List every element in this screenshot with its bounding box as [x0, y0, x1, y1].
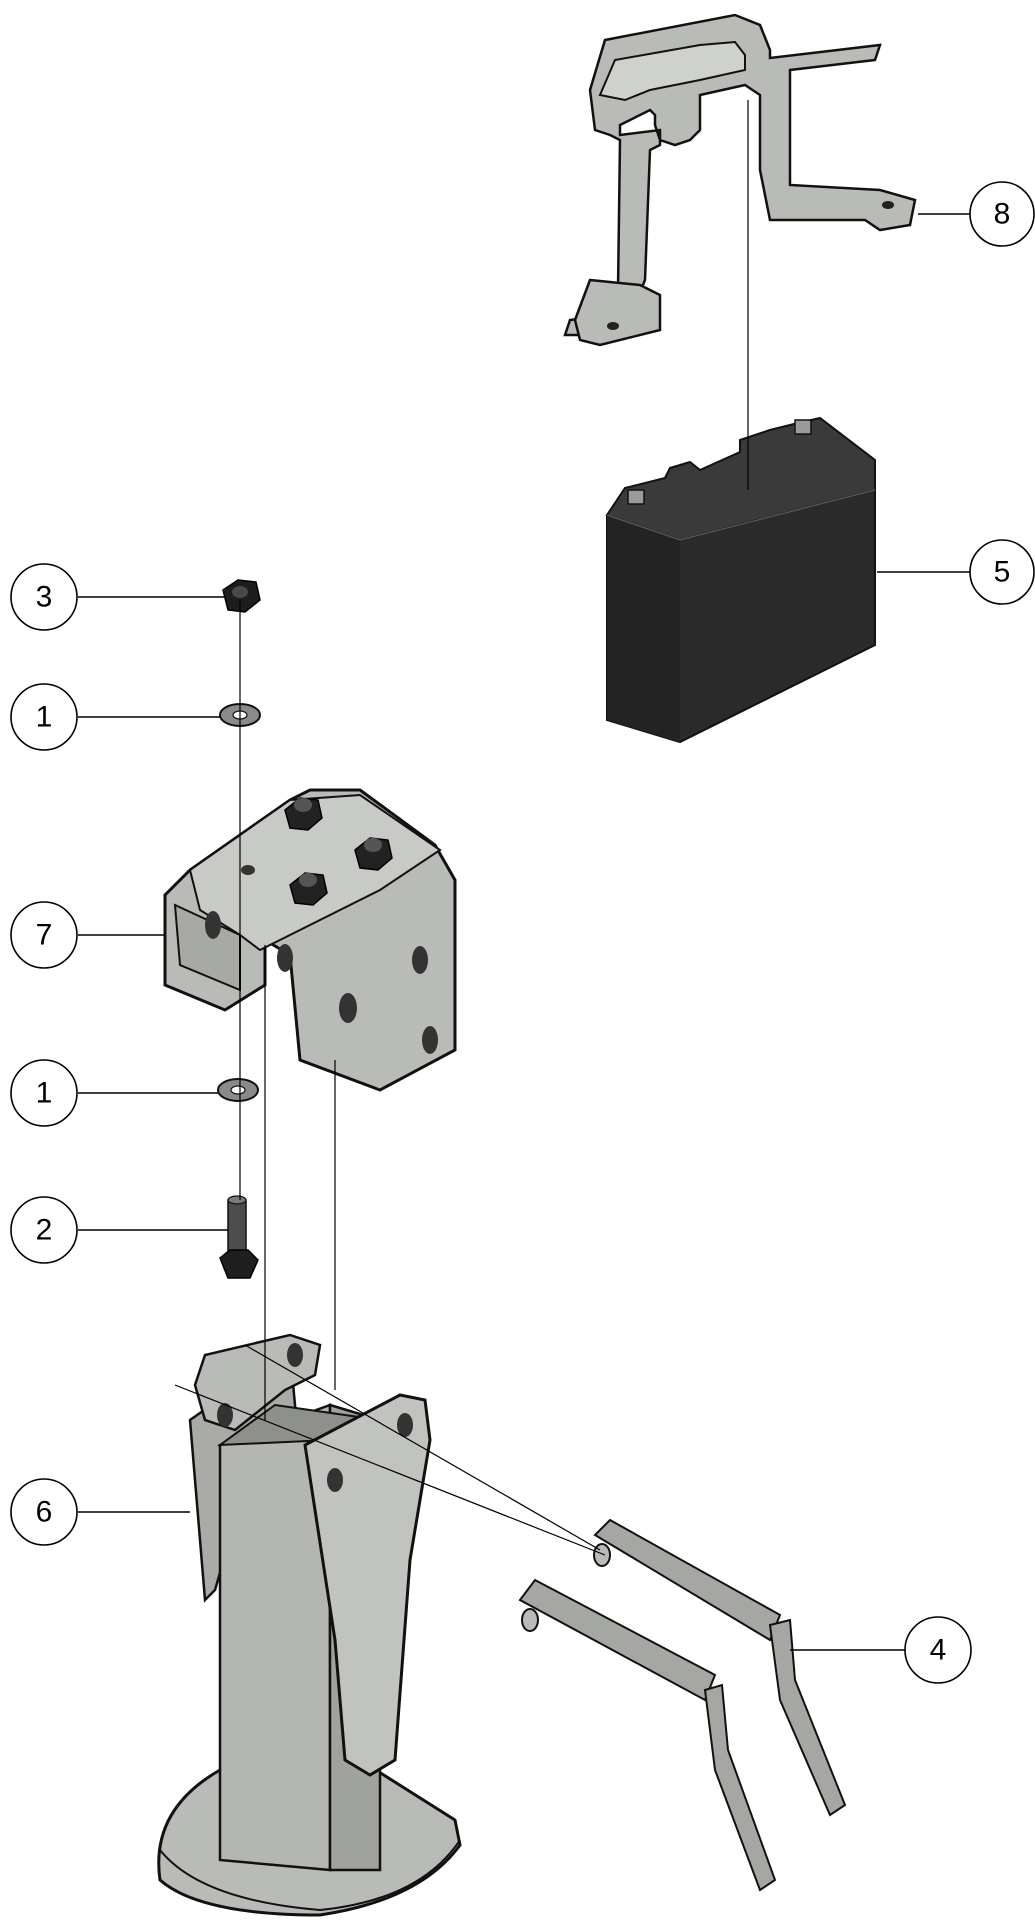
base-stand: [157, 1333, 462, 1917]
mounting-bracket: [163, 788, 457, 1092]
callout-1-upper: 1: [10, 683, 78, 751]
callout-2-label: 2: [36, 1214, 53, 1247]
assembly-axis-lines: [174, 100, 749, 1556]
bracket-7-top-hole: [241, 865, 255, 875]
bracket-left-hole: [607, 322, 619, 330]
battery-terminal-left: [627, 489, 645, 505]
callout-1-lower-label: 1: [36, 1077, 53, 1110]
bracket-7-hole: [277, 944, 293, 972]
battery: [605, 416, 876, 744]
callout-6: 6: [10, 1478, 78, 1546]
callout-8: 8: [969, 181, 1035, 247]
bracket-body: [563, 13, 917, 337]
callout-2: 2: [10, 1196, 78, 1264]
bracket-top-face: [598, 40, 746, 102]
battery-left-face: [607, 515, 680, 742]
callout-8-label: 8: [994, 198, 1011, 231]
nut: [222, 579, 261, 613]
callout-7: 7: [10, 901, 78, 969]
bracket-7-bolt: [284, 797, 323, 831]
callout-5: 5: [969, 539, 1035, 605]
bolt: [219, 1195, 259, 1279]
bracket-7-bolt: [354, 837, 393, 871]
bracket-7-hole: [205, 911, 221, 939]
callout-4-label: 4: [930, 1634, 947, 1667]
callout-1-upper-label: 1: [36, 701, 53, 734]
pin-front: [518, 1578, 777, 1892]
battery-top: [605, 416, 876, 542]
hold-down-bracket: [563, 13, 917, 347]
callout-5-label: 5: [994, 556, 1011, 589]
callout-6-label: 6: [36, 1496, 53, 1529]
bracket-7-hole: [422, 1026, 438, 1054]
callout-4: 4: [904, 1616, 972, 1684]
bracket-7-hole: [339, 993, 357, 1023]
pin-rear: [593, 1518, 847, 1817]
leader-lines: [78, 213, 970, 1651]
bracket-left-foot: [573, 278, 662, 347]
washer-bottom: [217, 1078, 259, 1102]
callout-3: 3: [10, 563, 78, 631]
callout-3-label: 3: [36, 581, 53, 614]
battery-terminal-right: [794, 419, 812, 435]
bracket-right-hole: [882, 201, 894, 209]
bracket-7-bolt: [289, 872, 328, 906]
callout-7-label: 7: [36, 919, 53, 952]
bracket-7-hole: [412, 946, 428, 974]
callout-1-lower: 1: [10, 1059, 78, 1127]
